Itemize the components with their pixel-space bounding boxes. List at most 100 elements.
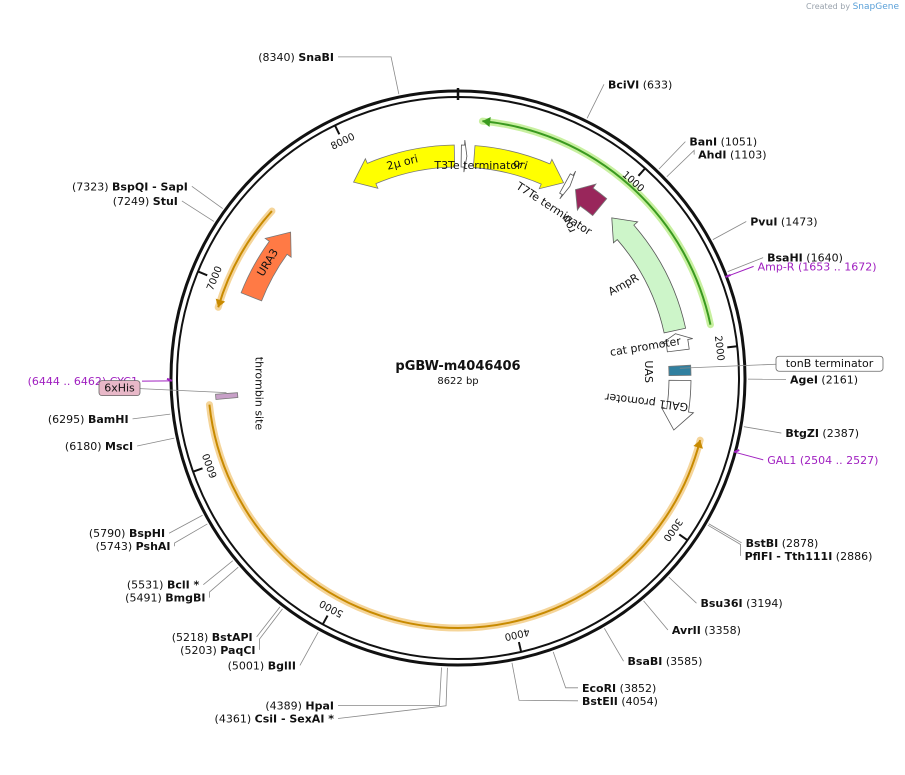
enzyme-site-msci: (6180) MscI [65, 440, 133, 453]
enzyme-position: (1103) [726, 149, 766, 162]
enzyme-site-bcli: (5531) BclI * [127, 579, 200, 592]
enzyme-leader-bsahi [727, 257, 764, 272]
snapgene-logo: SnapGene [852, 2, 899, 12]
orf-arrowhead [693, 440, 703, 449]
enzyme-leader-bglii [299, 631, 319, 666]
enzyme-leader-paqci [259, 608, 283, 650]
enzyme-site-avrii: AvrII (3358) [672, 624, 741, 637]
enzyme-position: (6180) [65, 440, 105, 453]
enzyme-position: (7249) [113, 195, 153, 208]
feature-label-t3te-terminator: T3Te terminator [433, 159, 522, 172]
enzyme-position: (3194) [743, 597, 783, 610]
feature-label-ampr: AmpR [606, 271, 641, 299]
enzyme-name: AhdI [698, 149, 726, 162]
orf-arrowhead [215, 298, 226, 308]
enzyme-name: StuI [153, 195, 178, 208]
enzyme-site-bsabi: BsaBI (3585) [628, 655, 703, 668]
feature-ampr [611, 217, 687, 334]
enzyme-site-bani: BanI (1051) [689, 136, 757, 149]
orf-glow [478, 117, 714, 329]
enzyme-name: PflFI - Tth111I [745, 550, 833, 563]
enzyme-position: (7323) [72, 180, 112, 193]
enzyme-position: (3852) [616, 682, 656, 695]
enzyme-leader-hpai [338, 667, 442, 706]
orf-line [482, 120, 712, 325]
enzyme-leader-btgzi [743, 426, 782, 434]
primer-range: (1653 .. 1672) [794, 260, 876, 273]
enzyme-position: (5203) [180, 644, 220, 657]
tick-mark-3000 [678, 533, 689, 542]
enzyme-site-bsteii: BstEII (4054) [582, 695, 658, 708]
feature-label-ori: ori [512, 156, 529, 172]
enzyme-name: PshAI [136, 540, 171, 553]
primer-range: (6444 .. 6462) [28, 375, 110, 388]
primer-leader-gal1 [734, 451, 764, 461]
tick-mark-7000 [197, 270, 208, 277]
enzyme-leader-msci [137, 437, 175, 447]
primer-gal1: GAL1 (2504 .. 2527) [767, 454, 878, 467]
enzyme-site-snabi: (8340) SnaBI [258, 51, 334, 64]
enzyme-name: PaqCI [220, 644, 255, 657]
primer-arrow-gal1 [733, 449, 740, 454]
primer-name: Amp-R [758, 260, 795, 273]
orf-arrows [208, 117, 712, 629]
tick-mark-2000 [727, 345, 738, 349]
feature-gal1-promoter [661, 379, 695, 431]
enzyme-name: BstEII [582, 695, 618, 708]
boxed-frame-tonb-terminator [775, 355, 884, 372]
enzyme-name: PvuI [750, 216, 777, 229]
tick-label-2000: 2000 [712, 335, 726, 362]
primer-sites: Amp-R (1653 .. 1672)GAL1 (2504 .. 2527)(… [28, 260, 879, 466]
primer-range: (2504 .. 2527) [796, 454, 878, 467]
enzyme-leader-avrii [643, 600, 669, 631]
enzyme-name: HpaI [305, 699, 334, 712]
orf-glow-layer [205, 117, 714, 632]
enzyme-name: AgeI [790, 373, 818, 386]
enzyme-site-btgzi: BtgZI (2387) [785, 427, 859, 440]
enzyme-position: (1051) [717, 136, 757, 149]
tick-mark-5000 [321, 615, 329, 625]
primer-amp-r: Amp-R (1653 .. 1672) [758, 260, 877, 273]
enzyme-leader-bstbi [708, 523, 742, 544]
enzyme-name: BstBI [746, 537, 779, 550]
enzyme-leader-bmgbi [209, 566, 239, 598]
enzyme-name: BstAPI [212, 631, 253, 644]
tick-mark-6000 [192, 467, 203, 473]
enzyme-site-bamhi: (6295) BamHI [48, 413, 129, 426]
orf-line [217, 210, 273, 308]
enzyme-leader-csii-sexai [337, 667, 448, 719]
enzyme-leader-bspqi-sapi [191, 185, 223, 209]
enzyme-name: SnaBI [298, 51, 334, 64]
tick-mark-1000 [637, 167, 646, 177]
boxed-leader-6xhis [139, 388, 227, 394]
enzyme-position: (5790) [89, 527, 129, 540]
orf-line [208, 404, 702, 629]
credit-prefix: Created by [806, 2, 851, 11]
enzyme-name: AvrII [672, 624, 701, 637]
enzyme-name: BclI * [167, 579, 200, 592]
enzyme-leader-pshai [174, 523, 208, 547]
enzyme-position: (5001) [228, 659, 268, 672]
enzyme-position: (1640) [803, 252, 843, 265]
boxed-frame-6xhis [98, 380, 141, 397]
feature-t3te-terminator [460, 140, 468, 173]
enzyme-position: (5491) [125, 592, 165, 605]
enzyme-site-bsphi: (5790) BspHI [89, 527, 165, 540]
enzyme-name: MscI [105, 440, 133, 453]
primer-arrow-amp-r [725, 274, 731, 278]
enzyme-position: (5743) [96, 540, 136, 553]
enzyme-site-pvui: PvuI (1473) [750, 216, 817, 229]
tick-mark-8000 [334, 124, 341, 135]
feature-label-cat-promoter: cat promoter [609, 334, 682, 358]
enzyme-leader-bstapi [256, 606, 281, 638]
enzyme-leader-bsu36i [668, 576, 697, 604]
enzyme-leader-bamhi [132, 413, 171, 420]
feature-cat-promoter [660, 333, 693, 353]
feature-ori [472, 145, 565, 190]
tick-mark-4000 [517, 641, 523, 653]
enzyme-position: (633) [639, 78, 672, 91]
enzyme-leader-pflfi-tth111i [707, 524, 742, 556]
